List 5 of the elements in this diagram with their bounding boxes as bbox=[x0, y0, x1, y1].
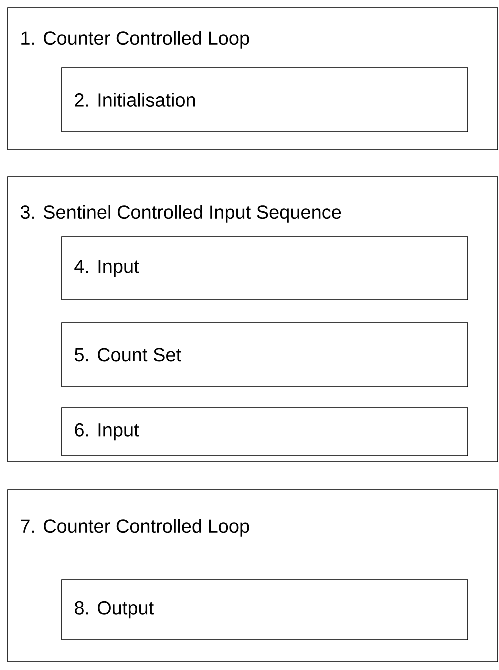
process-box: 8. Output bbox=[62, 580, 468, 640]
process-box: 4. Input bbox=[62, 236, 468, 300]
process-box: 2. Initialisation bbox=[62, 68, 468, 132]
process-box: 5. Count Set bbox=[62, 322, 468, 388]
process-box: 6. Input bbox=[62, 408, 468, 456]
